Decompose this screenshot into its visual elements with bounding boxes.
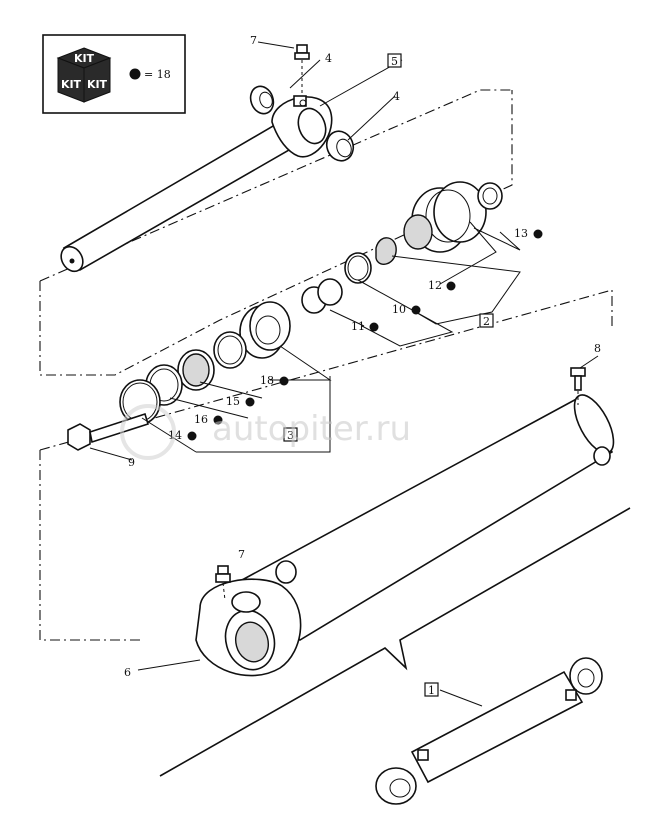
callout-7-upper: 7 [250, 34, 257, 47]
kit-dot-14 [187, 431, 197, 441]
callout-12: 12 [428, 279, 442, 292]
kit-equals-label: = 18 [144, 68, 171, 81]
assembly-outline-lower-top [39, 289, 613, 451]
callout-1: 1 [428, 684, 435, 697]
seal-15 [177, 349, 215, 391]
kit-dot-16 [213, 415, 223, 425]
callout-7-lower: 7 [238, 548, 245, 561]
callout-3: 3 [287, 429, 294, 442]
gland [239, 301, 291, 359]
kit-cube-left-text: KIT [61, 78, 82, 91]
watermark-text: autopiter.ru [212, 409, 411, 449]
cylinder-barrel [195, 394, 615, 677]
assembly-outline-lower-left [39, 450, 140, 641]
callout-10: 10 [392, 303, 406, 316]
kit-legend-frame [42, 34, 186, 114]
callout-4-upper: 4 [325, 52, 332, 65]
callout-16: 16 [194, 413, 208, 426]
bolt-8 [570, 367, 586, 405]
kit-cube-top-text: KIT [74, 52, 95, 65]
callout-6: 6 [124, 666, 131, 679]
kit-dot-15 [245, 397, 255, 407]
bushing-left [249, 85, 275, 115]
kit-dot-11 [369, 322, 379, 332]
callout-2: 2 [483, 315, 490, 328]
kit-dot-10 [411, 305, 421, 315]
kit-cube-right-text: KIT [87, 78, 108, 91]
callout-labels: 7 4 5 4 13 12 10 2 11 18 15 16 14 3 9 8 … [124, 34, 601, 697]
bolt-9 [67, 412, 149, 451]
grease-fitting-upper [294, 44, 310, 96]
piston-rod [60, 95, 333, 273]
kit-dot-12 [446, 281, 456, 291]
seal-18 [213, 331, 247, 369]
callout-3-box [283, 427, 298, 442]
watermark: autopiter.ru [120, 404, 411, 460]
callout-2-box [479, 313, 494, 328]
bushing-right [325, 130, 355, 162]
seal-12 [375, 237, 397, 265]
callout-15: 15 [226, 395, 240, 408]
kit-dot-13 [533, 229, 543, 239]
assembly-outline-upper [39, 90, 513, 376]
assembled-cylinder [375, 657, 603, 805]
callout-18: 18 [260, 374, 274, 387]
callout-5-box [387, 53, 402, 68]
callout-1-box [424, 682, 439, 697]
callout-8: 8 [594, 342, 601, 355]
callout-9: 9 [128, 456, 135, 469]
seal-10 [344, 252, 372, 284]
callout-13: 13 [514, 227, 528, 240]
callout-5: 5 [391, 55, 398, 68]
kit-legend: KIT KIT KIT = 18 [42, 34, 186, 114]
kit-dot-icon [129, 68, 141, 80]
kit-dot-18 [279, 376, 289, 386]
leader-lines [89, 41, 599, 707]
seal-11 [301, 278, 343, 314]
watermark-logo-icon [120, 404, 176, 460]
callout-4-lower: 4 [393, 90, 400, 103]
callout-11: 11 [351, 320, 365, 333]
inset-divider [159, 507, 631, 777]
piston-head [403, 181, 487, 253]
kit-cube-icon: KIT KIT KIT [56, 47, 112, 103]
seal-13 [477, 182, 503, 210]
grease-fitting-lower [215, 565, 231, 601]
assembly-outline-upper-top [39, 89, 512, 282]
